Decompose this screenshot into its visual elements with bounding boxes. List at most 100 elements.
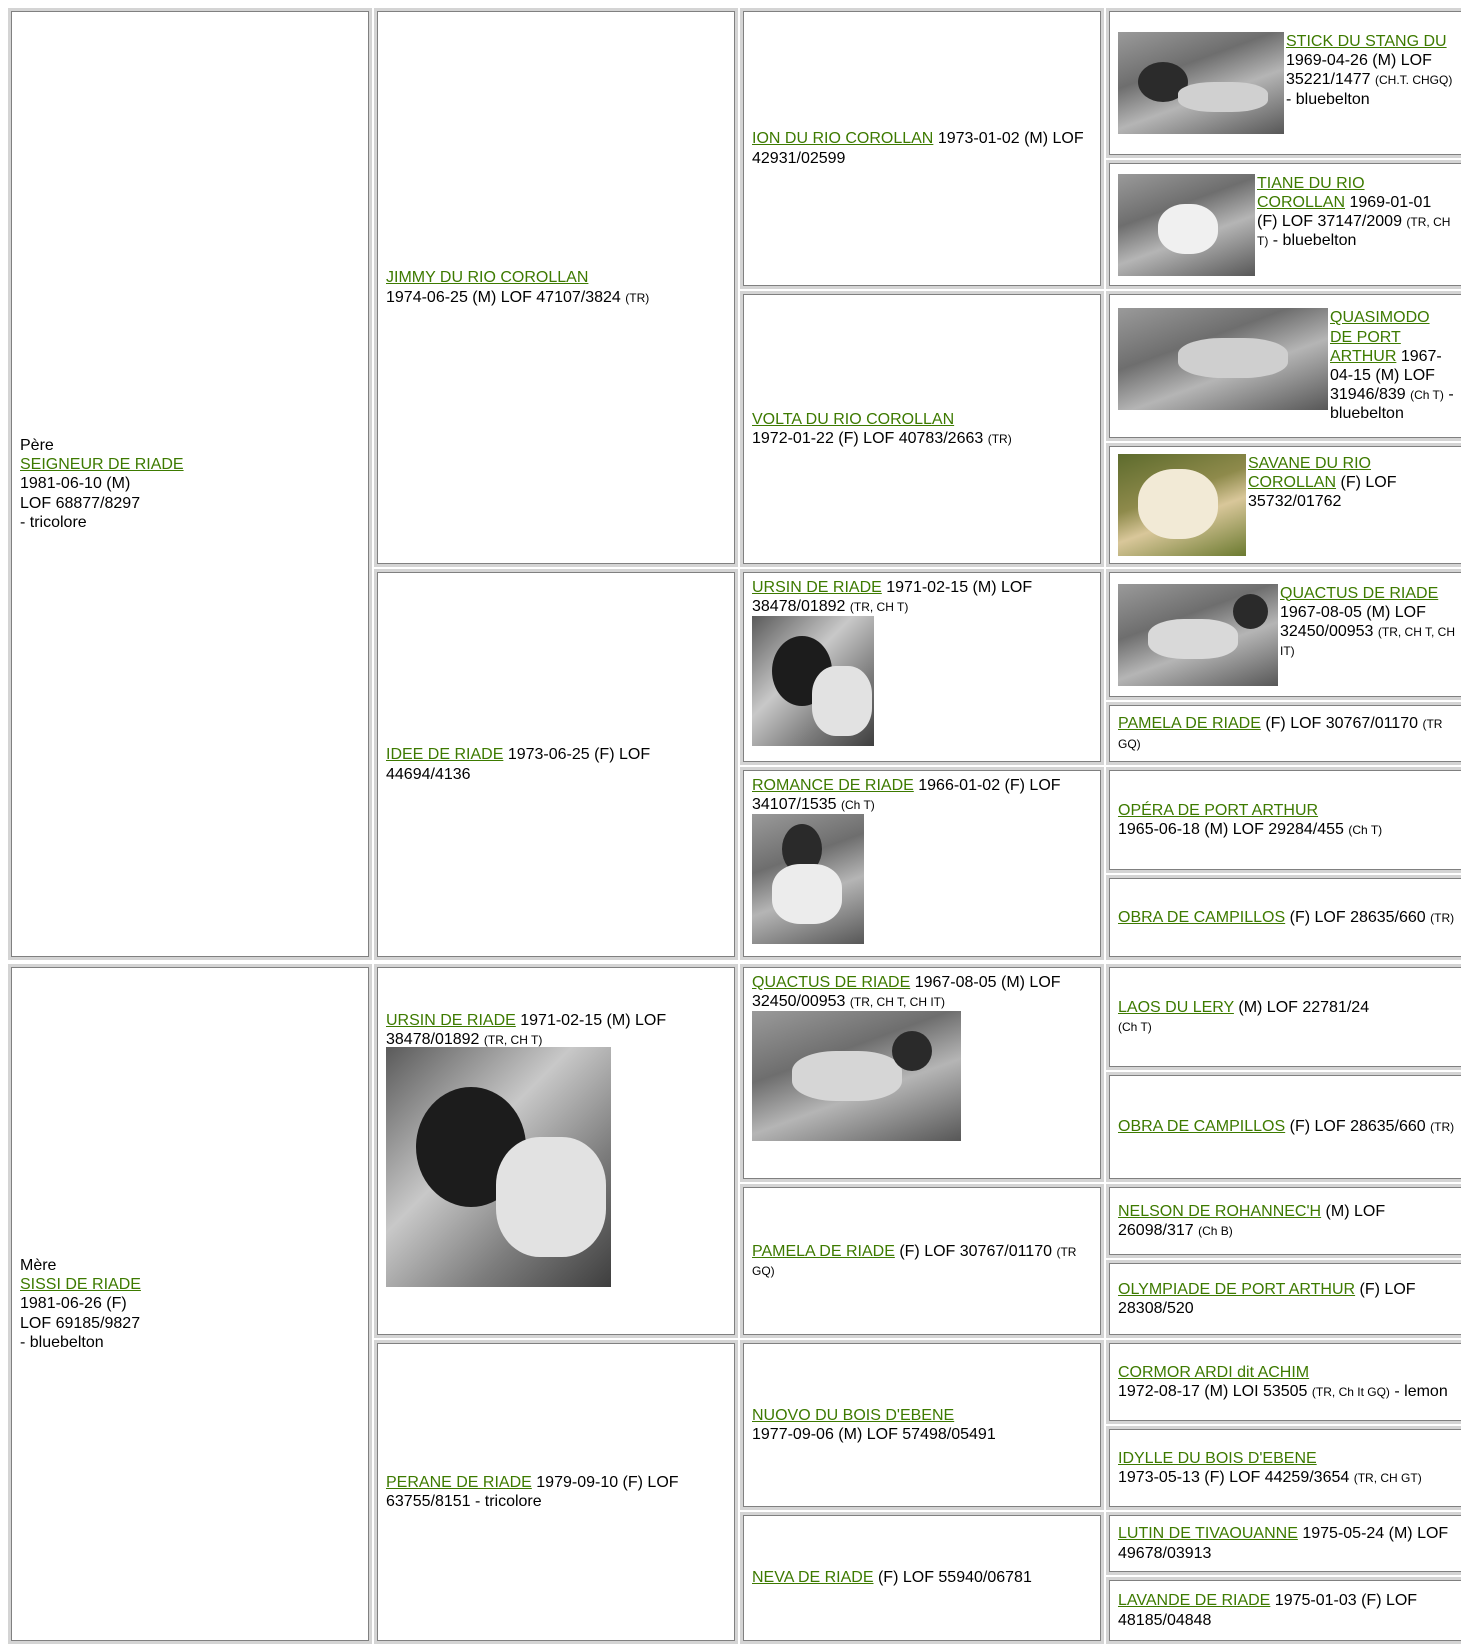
ancestor-titles: (TR, CH GT) — [1353, 1471, 1422, 1485]
ancestor-link[interactable]: LAOS DU LERY — [1118, 998, 1234, 1016]
dog-photo — [1118, 173, 1255, 276]
ancestor-link[interactable]: IDYLLE DU BOIS D'EBENE — [1118, 1449, 1317, 1467]
ancestor-details: 1973-05-13 (F) LOF 44259/3654 — [1118, 1469, 1350, 1486]
ancestor-link[interactable]: TIANE DU RIO COROLLAN — [1257, 174, 1365, 211]
gen4-cell: SAVANE DU RIO COROLLAN (F) LOF 35732/017… — [1106, 443, 1461, 567]
ancestor-link[interactable]: NEVA DE RIADE — [752, 1569, 874, 1587]
ancestor-titles: (TR GQ) — [752, 1244, 1077, 1278]
dog-photo — [752, 1011, 961, 1142]
dam-link[interactable]: SISSI DE RIADE — [20, 1276, 141, 1294]
gen3-cell: VOLTA DU RIO COROLLAN 1972-01-22 (F) LOF… — [740, 291, 1104, 567]
ancestor-details: 1969-04-26 (M) LOF 35221/1477 — [1286, 52, 1432, 89]
ancestor-titles: (TR) — [1430, 1120, 1455, 1135]
ancestor-link[interactable]: QUACTUS DE RIADE — [1280, 584, 1439, 602]
ancestor-link[interactable]: OBRA DE CAMPILLOS — [1118, 908, 1286, 926]
gen3-cell: ION DU RIO COROLLAN 1973-01-02 (M) LOF 4… — [740, 8, 1104, 289]
ancestor-link[interactable]: JIMMY DU RIO COROLLAN — [386, 269, 589, 287]
gen4-cell: QUASIMODO DE PORT ARTHUR 1967-04-15 (M) … — [1106, 291, 1461, 441]
ancestor-titles: (TR GQ) — [1118, 717, 1443, 751]
ancestor-link[interactable]: ROMANCE DE RIADE — [752, 777, 914, 794]
ancestor-link[interactable]: ION DU RIO COROLLAN — [752, 130, 934, 148]
ancestor-titles: (TR) — [1430, 910, 1455, 925]
ancestor-details: 1975-05-24 (M) LOF 49678/03913 — [1118, 1525, 1449, 1562]
ancestor-details: 1972-08-17 (M) LOI 53505 — [1118, 1383, 1308, 1400]
gen2-cell: PERANE DE RIADE 1979-09-10 (F) LOF 63755… — [374, 1340, 738, 1644]
ancestor-details: (F) LOF 28635/660 — [1289, 1118, 1426, 1136]
ancestor-link[interactable]: OLYMPIADE DE PORT ARTHUR — [1118, 1280, 1356, 1298]
sire-cell: Père SEIGNEUR DE RIADE 1981-06-10 (M) LO… — [8, 8, 372, 960]
ancestor-details: (F) LOF 55940/06781 — [877, 1569, 1032, 1587]
ancestor-link[interactable]: OPÉRA DE PORT ARTHUR — [1118, 801, 1319, 819]
ancestor-link[interactable]: PERANE DE RIADE — [386, 1473, 532, 1491]
ancestor-link[interactable]: NELSON DE ROHANNEC'H — [1118, 1202, 1322, 1220]
ancestor-details: 1967-08-05 (M) LOF 32450/00953 — [752, 974, 1061, 1011]
ancestor-titles: (Ch T) — [840, 798, 875, 813]
ancestor-color: - bluebelton — [1272, 232, 1357, 250]
sire-registry: LOF 68877/8297 — [20, 494, 141, 512]
ancestor-link[interactable]: OBRA DE CAMPILLOS — [1118, 1118, 1286, 1136]
gen3-cell: ROMANCE DE RIADE 1966-01-02 (F) LOF 3410… — [740, 767, 1104, 960]
ancestor-link[interactable]: PAMELA DE RIADE — [752, 1242, 895, 1260]
dam-birth: 1981-06-26 (F) — [20, 1295, 127, 1313]
ancestor-link[interactable]: SAVANE DU RIO COROLLAN — [1248, 455, 1371, 492]
ancestor-link[interactable]: URSIN DE RIADE — [752, 579, 882, 596]
ancestor-details: 1975-01-03 (F) LOF 48185/04848 — [1118, 1592, 1418, 1629]
ancestor-titles: (TR, Ch It GQ) — [1311, 1385, 1390, 1399]
dog-photo — [1118, 308, 1328, 411]
ancestor-link[interactable]: NUOVO DU BOIS D'EBENE — [752, 1406, 955, 1424]
gen3-cell: URSIN DE RIADE 1971-02-15 (M) LOF 38478/… — [740, 569, 1104, 765]
gen4-cell: LAOS DU LERY (M) LOF 22781/24 (Ch T) — [1106, 964, 1461, 1070]
ancestor-link[interactable]: CORMOR ARDI dit ACHIM — [1118, 1363, 1310, 1381]
gen4-cell: OBRA DE CAMPILLOS (F) LOF 28635/660 (TR) — [1106, 875, 1461, 960]
ancestor-color: - bluebelton — [1286, 90, 1370, 108]
sire-birth: 1981-06-10 (M) — [20, 475, 131, 493]
ancestor-link[interactable]: QUASIMODO DE PORT ARTHUR — [1330, 309, 1430, 365]
gen3-cell: PAMELA DE RIADE (F) LOF 30767/01170 (TR … — [740, 1184, 1104, 1338]
gen2-cell: URSIN DE RIADE 1971-02-15 (M) LOF 38478/… — [374, 964, 738, 1338]
dam-role: Mère — [20, 1257, 57, 1275]
ancestor-details: 1973-06-25 (F) LOF 44694/4136 — [386, 746, 651, 783]
gen4-cell: STICK DU STANG DU 1969-04-26 (M) LOF 352… — [1106, 8, 1461, 158]
ancestor-link[interactable]: VOLTA DU RIO COROLLAN — [752, 410, 955, 428]
sire-color: - tricolore — [20, 513, 87, 531]
dog-photo — [1118, 583, 1278, 686]
ancestor-details: 1973-01-02 (M) LOF 42931/02599 — [752, 130, 1084, 167]
gen4-cell: LAVANDE DE RIADE 1975-01-03 (F) LOF 4818… — [1106, 1577, 1461, 1644]
ancestor-link[interactable]: LAVANDE DE RIADE — [1118, 1592, 1271, 1610]
ancestor-link[interactable]: QUACTUS DE RIADE — [752, 974, 911, 991]
gen4-cell: TIANE DU RIO COROLLAN 1969-01-01 (F) LOF… — [1106, 160, 1461, 289]
ancestor-link[interactable]: IDEE DE RIADE — [386, 746, 504, 764]
ancestor-color: - bluebelton — [1330, 386, 1454, 423]
ancestor-details: (F) LOF 28635/660 — [1289, 908, 1426, 926]
dog-photo — [752, 814, 864, 945]
dog-photo — [1118, 32, 1284, 134]
ancestor-details: 1967-08-05 (M) LOF 32450/00953 — [1280, 603, 1426, 640]
gen4-cell: OLYMPIADE DE PORT ARTHUR (F) LOF 28308/5… — [1106, 1260, 1461, 1338]
gen4-cell: OBRA DE CAMPILLOS (F) LOF 28635/660 (TR) — [1106, 1072, 1461, 1182]
ancestor-details: 1977-09-06 (M) LOF 57498/05491 — [752, 1426, 996, 1443]
sire-link[interactable]: SEIGNEUR DE RIADE — [20, 456, 184, 474]
ancestor-titles: (TR) — [625, 290, 650, 305]
dog-photo — [386, 1047, 611, 1288]
ancestor-titles: (Ch B) — [1198, 1224, 1233, 1238]
ancestor-color: - lemon — [1394, 1383, 1448, 1400]
gen2-cell: JIMMY DU RIO COROLLAN 1974-06-25 (M) LOF… — [374, 8, 738, 567]
ancestor-link[interactable]: URSIN DE RIADE — [386, 1012, 516, 1029]
ancestor-details: (M) LOF 22781/24 — [1238, 998, 1370, 1016]
gen3-cell: NUOVO DU BOIS D'EBENE 1977-09-06 (M) LOF… — [740, 1340, 1104, 1510]
gen4-cell: CORMOR ARDI dit ACHIM 1972-08-17 (M) LOI… — [1106, 1340, 1461, 1424]
ancestor-titles: (CH.T. CHGQ) — [1374, 73, 1453, 88]
sire-role: Père — [20, 437, 54, 455]
ancestor-details: 1974-06-25 (M) LOF 47107/3824 — [386, 288, 621, 306]
ancestor-details: (M) LOF 26098/317 — [1118, 1202, 1386, 1239]
ancestor-link[interactable]: LUTIN DE TIVAOUANNE — [1118, 1525, 1298, 1543]
ancestor-titles: (Ch T) — [1118, 1020, 1152, 1034]
dog-photo — [1118, 454, 1246, 556]
ancestor-details: 1969-01-01 (F) LOF 37147/2009 — [1257, 193, 1432, 230]
ancestor-details: (F) LOF 30767/01170 — [899, 1242, 1052, 1260]
dam-cell: Mère SISSI DE RIADE 1981-06-26 (F) LOF 6… — [8, 964, 372, 1644]
gen3-cell: NEVA DE RIADE (F) LOF 55940/06781 — [740, 1512, 1104, 1644]
ancestor-link[interactable]: PAMELA DE RIADE — [1118, 715, 1261, 733]
ancestor-link[interactable]: STICK DU STANG DU — [1286, 33, 1447, 50]
dam-registry: LOF 69185/9827 — [20, 1314, 141, 1332]
